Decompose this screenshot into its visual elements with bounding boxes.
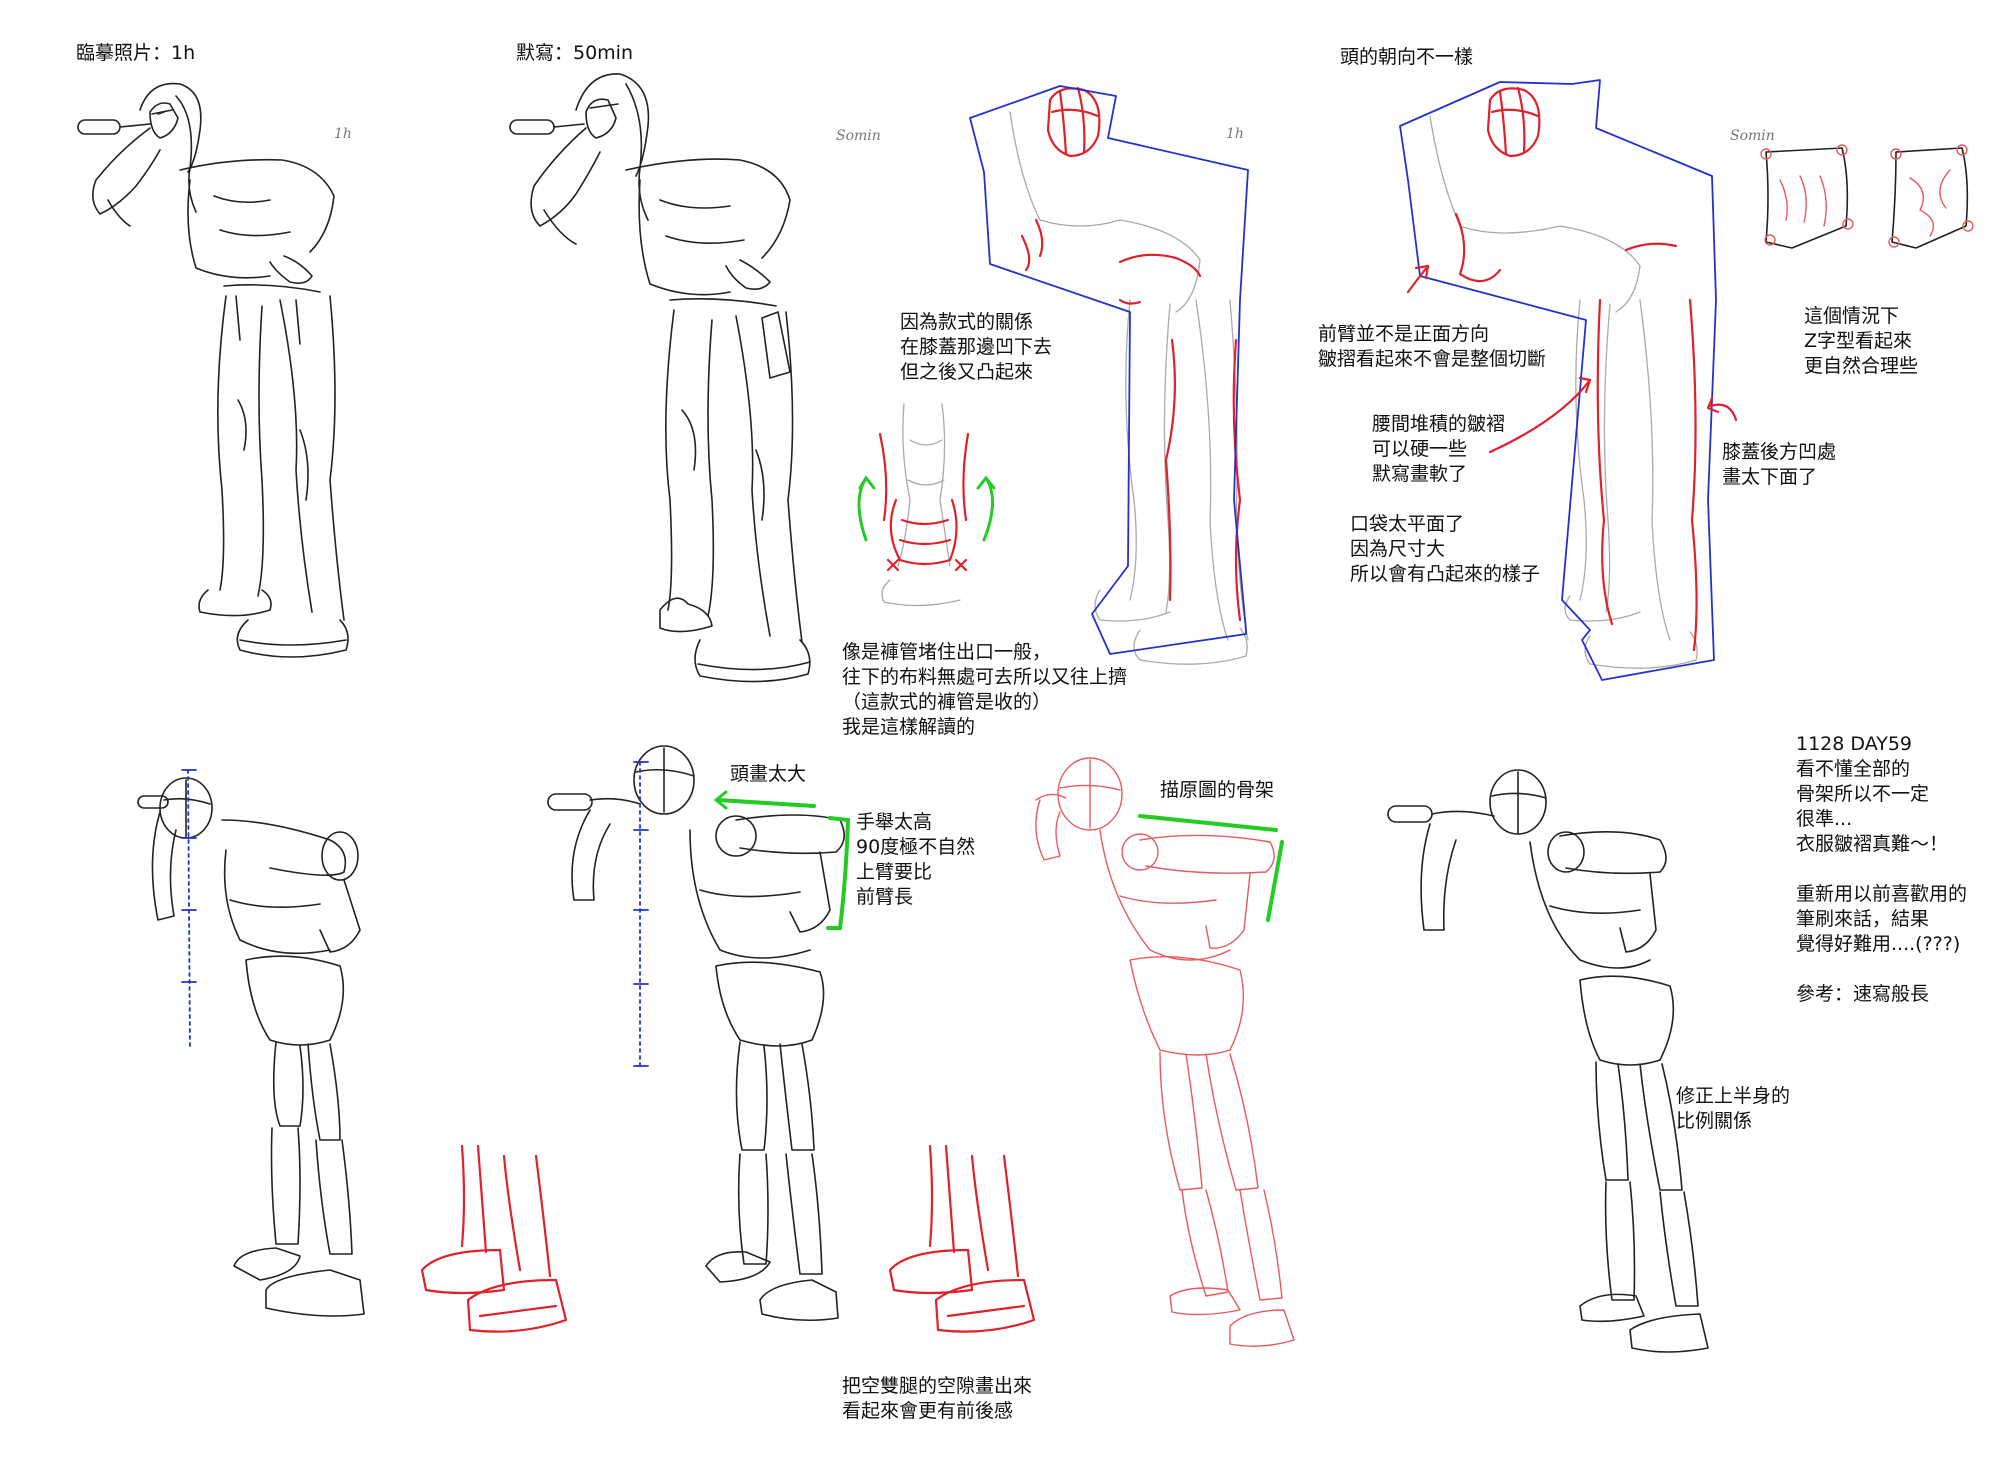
note-arm-too-high: 手舉太高 90度極不自然 上臂要比 前臂長 xyxy=(856,811,976,908)
title-memory-drawing: 默寫：50min xyxy=(516,42,634,64)
figure-correction-1 xyxy=(969,85,1249,665)
note-z-shape: 這個情況下 Z字型看起來 更自然合理些 xyxy=(1804,305,1919,377)
note-waist-folds: 腰間堆積的皺褶 可以硬一些 默寫畫軟了 xyxy=(1372,413,1506,485)
note-pocket: 口袋太平面了 因為尺寸大 所以會有凸起來的樣子 xyxy=(1350,513,1541,585)
signature-2: Somin xyxy=(836,128,881,144)
measure-line-2 xyxy=(633,761,649,1067)
head-too-big-mark xyxy=(713,790,816,810)
mannequin-4-corrected xyxy=(1387,769,1709,1353)
note-trace-skeleton: 描原圖的骨架 xyxy=(1160,779,1275,801)
mannequin-2 xyxy=(547,745,845,1322)
note-leg-gap: 把空雙腿的空隙畫出來 看起來會更有前後感 xyxy=(842,1375,1033,1422)
title-head-direction: 頭的朝向不一樣 xyxy=(1340,46,1474,68)
mannequin-1 xyxy=(137,777,365,1317)
feet-sketch-2 xyxy=(888,1144,1036,1333)
figure-memory-drawing xyxy=(509,73,811,683)
signature-1: 1h xyxy=(334,126,352,142)
note-day-log: 1128 DAY59 看不懂全部的 骨架所以不一定 很準... 衣服皺褶真難～！… xyxy=(1796,733,1968,1005)
mannequin-3-traced xyxy=(1035,757,1295,1347)
note-fix-upper: 修正上半身的 比例關係 xyxy=(1676,1085,1791,1132)
measure-line-1 xyxy=(181,769,197,1049)
signature-3: 1h xyxy=(1226,126,1244,142)
note-pants-explain: 像是褲管堵住出口一般， 往下的布料無處可去所以又往上擠 （這款式的褲管是收的） … xyxy=(842,641,1128,738)
note-head-too-big: 頭畫太大 xyxy=(730,763,807,785)
note-knee-reason: 因為款式的關係 在膝蓋那邊凹下去 但之後又凸起來 xyxy=(900,311,1053,383)
figure-correction-2 xyxy=(1399,79,1738,681)
title-reference-copy: 臨摹照片：1h xyxy=(76,42,196,64)
signature-4: Somin xyxy=(1730,128,1775,144)
feet-sketch-1 xyxy=(420,1144,568,1333)
note-forearm: 前臂並不是正面方向 皺摺看起來不會是整個切斷 xyxy=(1318,323,1547,370)
arm-too-high-mark xyxy=(826,816,851,930)
figure-reference-copy xyxy=(77,82,349,658)
trace-skeleton-mark xyxy=(1138,814,1284,922)
knee-diagram xyxy=(857,403,996,607)
fold-diagram xyxy=(1760,144,1974,249)
note-knee-back: 膝蓋後方凹處 畫太下面了 xyxy=(1722,441,1837,488)
